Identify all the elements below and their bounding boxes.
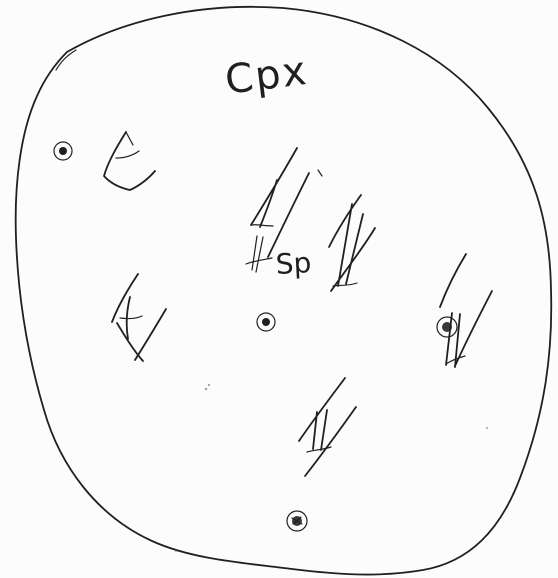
circle-dot-markers — [54, 142, 457, 531]
circle-dot-icon-bottom — [287, 511, 307, 531]
circle-dot-icon-right — [437, 317, 457, 337]
cpx-label: Cpx — [223, 51, 310, 101]
parallel-lamellae-icon-center-right — [329, 195, 375, 291]
circle-dot-icon-upper-left — [54, 142, 72, 160]
sp-label: Sp — [275, 249, 312, 279]
parallel-lamellae-icon-upper-left — [104, 132, 155, 190]
parallel-lamellae-icon-right — [440, 254, 492, 367]
parallel-lamellae-icon-left — [112, 274, 166, 361]
circle-dot-icon-center — [257, 313, 275, 331]
small-specks — [175, 384, 488, 552]
parallel-lamellae-icon-lower-center — [299, 378, 356, 476]
